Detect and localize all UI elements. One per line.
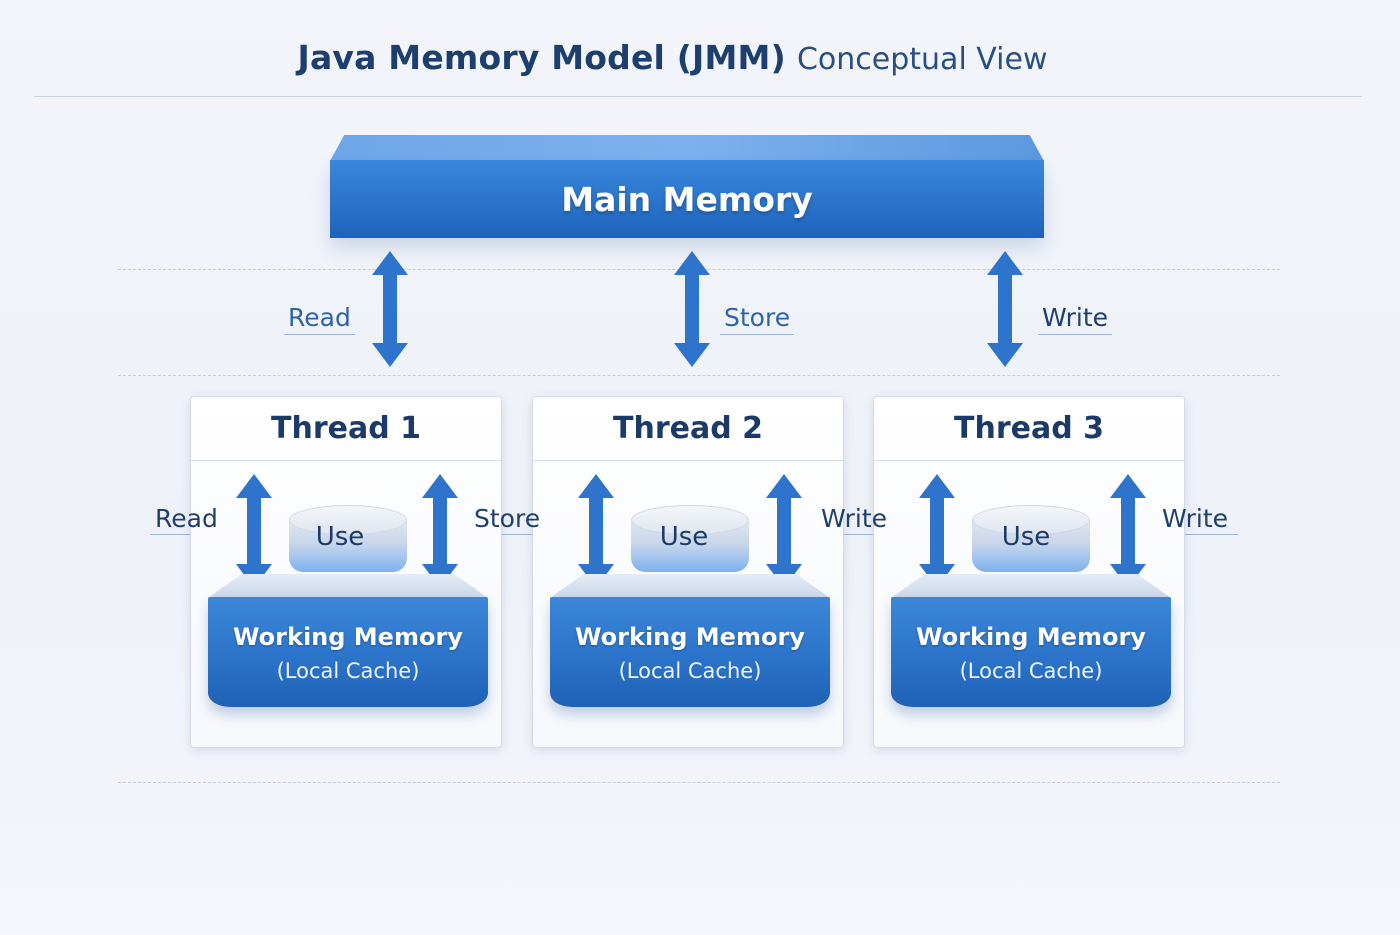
thread-3-wm-top-face bbox=[891, 574, 1171, 598]
separator-middle bbox=[118, 375, 1280, 376]
thread-2-write-label: Write bbox=[821, 504, 888, 533]
link-label-store: Store bbox=[720, 303, 795, 335]
working-memory-title: Working Memory bbox=[916, 623, 1146, 651]
title-divider bbox=[34, 96, 1362, 97]
link-label-write: Write bbox=[1038, 303, 1113, 335]
thread-2-use-cylinder-top bbox=[631, 505, 749, 535]
thread-1-use-label: Use bbox=[315, 522, 365, 552]
thread-2-use-label: Use bbox=[659, 522, 709, 552]
thread-3-working-memory: Working Memory (Local Cache) bbox=[891, 597, 1171, 707]
thread-3-left-arrow-icon bbox=[919, 474, 955, 588]
main-memory-block: Main Memory bbox=[330, 160, 1044, 238]
thread-2-wm-top-face bbox=[550, 574, 830, 598]
thread-1-store-label: Store bbox=[474, 504, 541, 533]
thread-2-working-memory: Working Memory (Local Cache) bbox=[550, 597, 830, 707]
working-memory-title: Working Memory bbox=[575, 623, 805, 651]
page-title: Java Memory Model (JMM) Conceptual View bbox=[0, 38, 1345, 77]
thread-3-write-arrow-icon bbox=[1110, 474, 1146, 588]
thread-card-header: Thread 1 bbox=[191, 397, 501, 461]
link-label-read: Read bbox=[284, 303, 355, 335]
thread-1-working-memory: Working Memory (Local Cache) bbox=[208, 597, 488, 707]
thread-title: Thread 3 bbox=[954, 411, 1104, 446]
write-arrow-icon bbox=[987, 251, 1023, 367]
title-main: Java Memory Model (JMM) bbox=[297, 38, 786, 77]
thread-3-use-cylinder-top bbox=[972, 505, 1090, 535]
working-memory-subtitle: (Local Cache) bbox=[618, 659, 762, 683]
thread-2-left-arrow-icon bbox=[578, 474, 614, 588]
thread-card-header: Thread 2 bbox=[533, 397, 843, 461]
main-memory-label: Main Memory bbox=[561, 179, 813, 219]
thread-3-use-label: Use bbox=[1001, 522, 1051, 552]
title-sub: Conceptual View bbox=[796, 42, 1048, 77]
thread-1-store-arrow-icon bbox=[422, 474, 458, 588]
thread-1-read-arrow-icon bbox=[236, 474, 272, 588]
thread-card-header: Thread 3 bbox=[874, 397, 1184, 461]
thread-1-read-label: Read bbox=[155, 504, 218, 533]
thread-title: Thread 1 bbox=[271, 411, 421, 446]
thread-1-use-cylinder-top bbox=[289, 505, 407, 535]
separator-lower bbox=[118, 782, 1280, 783]
working-memory-subtitle: (Local Cache) bbox=[959, 659, 1103, 683]
working-memory-title: Working Memory bbox=[233, 623, 463, 651]
read-arrow-icon bbox=[372, 251, 408, 367]
thread-3-write-label: Write bbox=[1162, 504, 1229, 533]
store-arrow-icon bbox=[674, 251, 710, 367]
thread-1-wm-top-face bbox=[208, 574, 488, 598]
thread-title: Thread 2 bbox=[613, 411, 763, 446]
working-memory-subtitle: (Local Cache) bbox=[276, 659, 420, 683]
thread-2-write-arrow-icon bbox=[766, 474, 802, 588]
main-memory-top-face bbox=[330, 135, 1044, 161]
